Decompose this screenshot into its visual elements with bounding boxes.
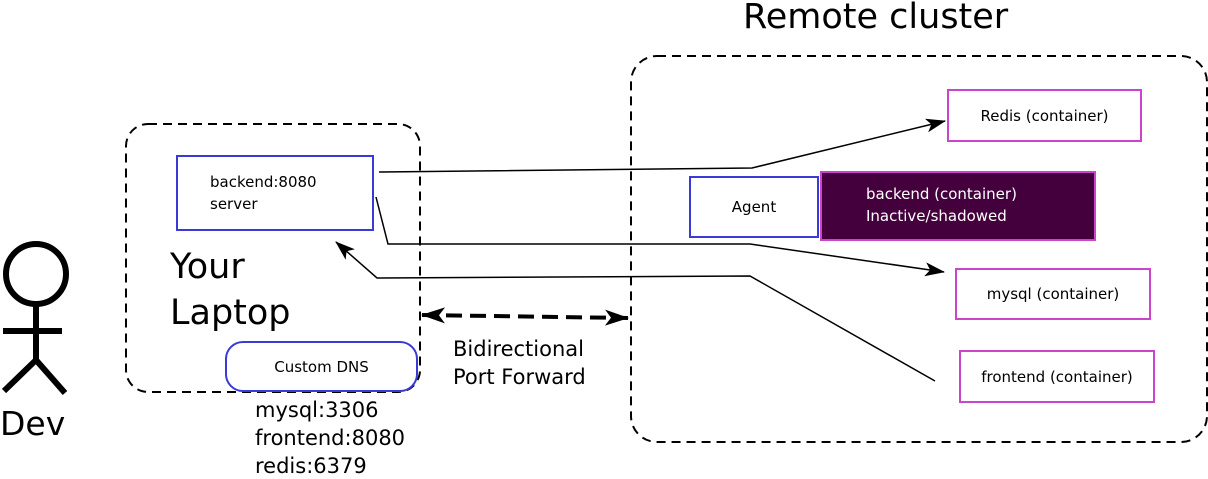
redis-container-label: Redis (container) — [980, 106, 1109, 125]
dev-label: Dev — [0, 404, 66, 443]
laptop-boundary — [125, 123, 421, 393]
frontend-container-box: frontend (container) — [959, 350, 1155, 403]
backend-server-label-line1: backend:8080 — [210, 173, 317, 191]
custom-dns-label: Custom DNS — [274, 357, 369, 376]
backend-server-label-line2: server — [210, 195, 258, 213]
laptop-label-line1: Your — [170, 247, 245, 287]
laptop-label-line2: Laptop — [170, 293, 291, 333]
redis-container-box: Redis (container) — [947, 89, 1142, 142]
mysql-container-box: mysql (container) — [955, 268, 1151, 320]
cluster-boundary — [630, 55, 1208, 443]
port-forward-arrow — [421, 307, 629, 326]
dev-stick-figure-icon — [1, 241, 69, 395]
backend-container-box: backend (container) Inactive/shadowed — [820, 171, 1096, 241]
custom-dns-box: Custom DNS — [225, 341, 418, 392]
backend-container-label-line1: backend (container) — [866, 185, 1017, 203]
frontend-container-label: frontend (container) — [981, 367, 1133, 386]
backend-container-label-line2: Inactive/shadowed — [866, 207, 1007, 225]
agent-box: Agent — [689, 176, 819, 238]
cluster-title: Remote cluster — [743, 0, 1009, 37]
connector-backend-to-mysql — [375, 196, 945, 277]
dns-entry-frontend: frontend:8080 — [255, 426, 406, 450]
connector-frontend-to-backend — [335, 241, 936, 382]
agent-label: Agent — [731, 198, 777, 216]
port-forward-label-line1: Bidirectional — [453, 337, 584, 361]
connector-backend-to-redis — [378, 118, 946, 173]
laptop-backend-server-box: backend:8080 server — [176, 155, 374, 231]
dns-entry-redis: redis:6379 — [255, 454, 367, 478]
mysql-container-label: mysql (container) — [986, 285, 1120, 303]
dns-entry-mysql: mysql:3306 — [255, 398, 379, 422]
port-forward-label-line2: Port Forward — [453, 365, 586, 389]
